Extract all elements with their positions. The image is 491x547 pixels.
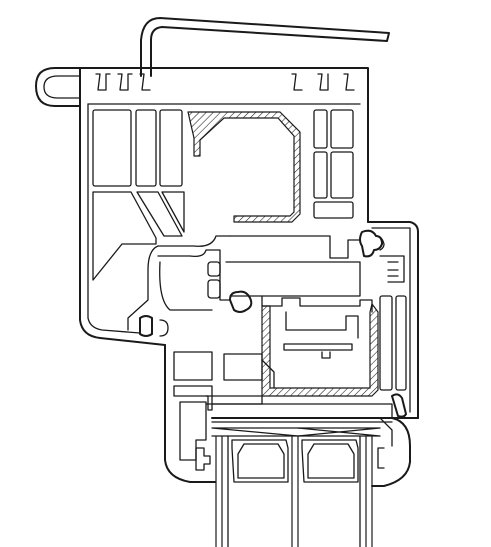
frame-chambers-right (313, 109, 354, 219)
gasket-upper (359, 229, 383, 258)
glazing-bead (211, 417, 419, 487)
spacer-right (301, 439, 359, 483)
gaskets (139, 229, 407, 418)
outer-frame-profile (79, 67, 369, 346)
middle-transom (127, 221, 419, 419)
gasket-glazing (391, 393, 407, 418)
gasket-middle (229, 290, 253, 313)
insulated-glazing-unit (215, 435, 373, 547)
steel-reinforcement-lower (261, 303, 379, 397)
spacer-left (231, 439, 289, 483)
steel-reinforcement-upper (187, 111, 301, 223)
sash-profile (261, 295, 373, 359)
lower-frame (164, 344, 393, 483)
gasket-left (139, 315, 153, 337)
frame-chambers-left (92, 109, 185, 281)
rain-drip-cover (35, 17, 390, 107)
top-gasket-grooves (95, 73, 355, 91)
